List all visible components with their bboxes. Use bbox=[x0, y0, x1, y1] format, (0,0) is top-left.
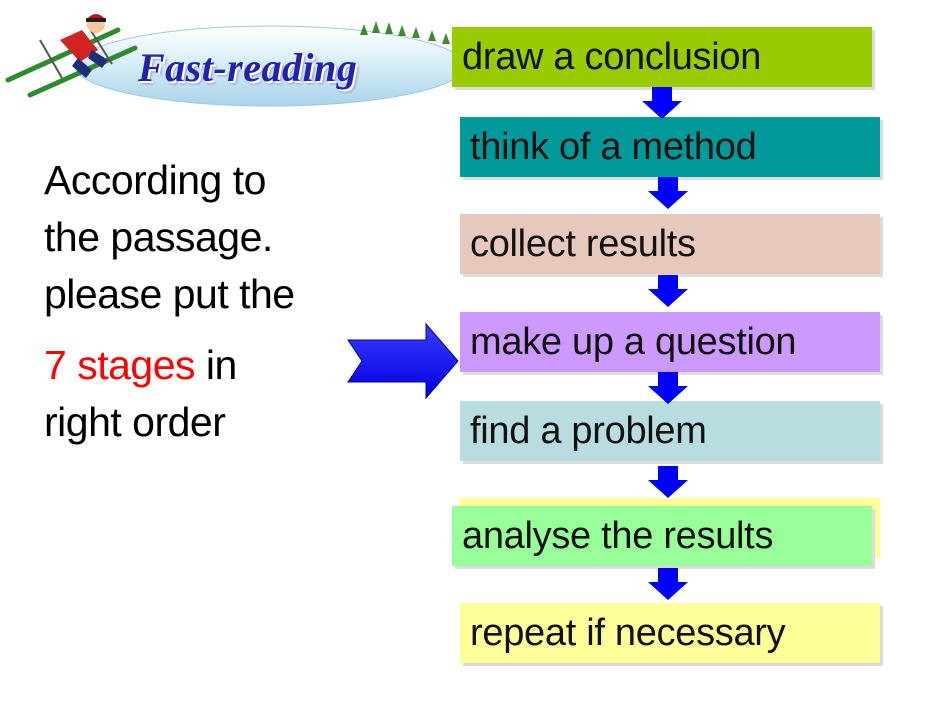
stage-label: find a problem bbox=[470, 410, 707, 452]
highlight-stages: 7 stages bbox=[44, 342, 196, 388]
stage-box[interactable]: make up a question bbox=[460, 312, 880, 372]
instruction-line: the passage. bbox=[44, 214, 273, 260]
stage-box[interactable]: repeat if necessary bbox=[460, 603, 880, 663]
down-arrow-icon bbox=[648, 177, 688, 209]
stage-label: repeat if necessary bbox=[470, 612, 786, 654]
down-arrow-icon bbox=[648, 466, 688, 498]
stage-label: think of a method bbox=[470, 126, 757, 168]
instruction-line: right order bbox=[44, 399, 226, 445]
down-arrow-icon bbox=[642, 87, 682, 119]
stage-label: analyse the results bbox=[462, 515, 774, 557]
instruction-text: According to the passage. please put the… bbox=[44, 152, 364, 451]
stage-box[interactable]: draw a conclusion bbox=[452, 27, 872, 87]
skier-icon bbox=[5, 14, 138, 98]
stage-label: make up a question bbox=[470, 321, 797, 363]
stage-label: draw a conclusion bbox=[462, 36, 762, 78]
stage-box[interactable]: analyse the results bbox=[452, 506, 872, 566]
instruction-line: please put the bbox=[44, 271, 295, 317]
stage-box[interactable]: collect results bbox=[460, 214, 880, 274]
stage-label: collect results bbox=[470, 223, 696, 265]
down-arrow-icon bbox=[648, 372, 688, 404]
right-arrow-icon bbox=[347, 322, 459, 400]
instruction-line: According to bbox=[44, 157, 266, 203]
stage-box[interactable]: think of a method bbox=[460, 117, 880, 177]
title-banner: Fast-reading bbox=[0, 0, 470, 120]
down-arrow-icon bbox=[648, 568, 688, 600]
trees-icon bbox=[360, 21, 450, 44]
stage-box[interactable]: find a problem bbox=[460, 401, 880, 461]
instruction-line: 7 stages in bbox=[44, 342, 237, 388]
down-arrow-icon bbox=[648, 275, 688, 307]
banner-title: Fast-reading bbox=[138, 45, 358, 90]
